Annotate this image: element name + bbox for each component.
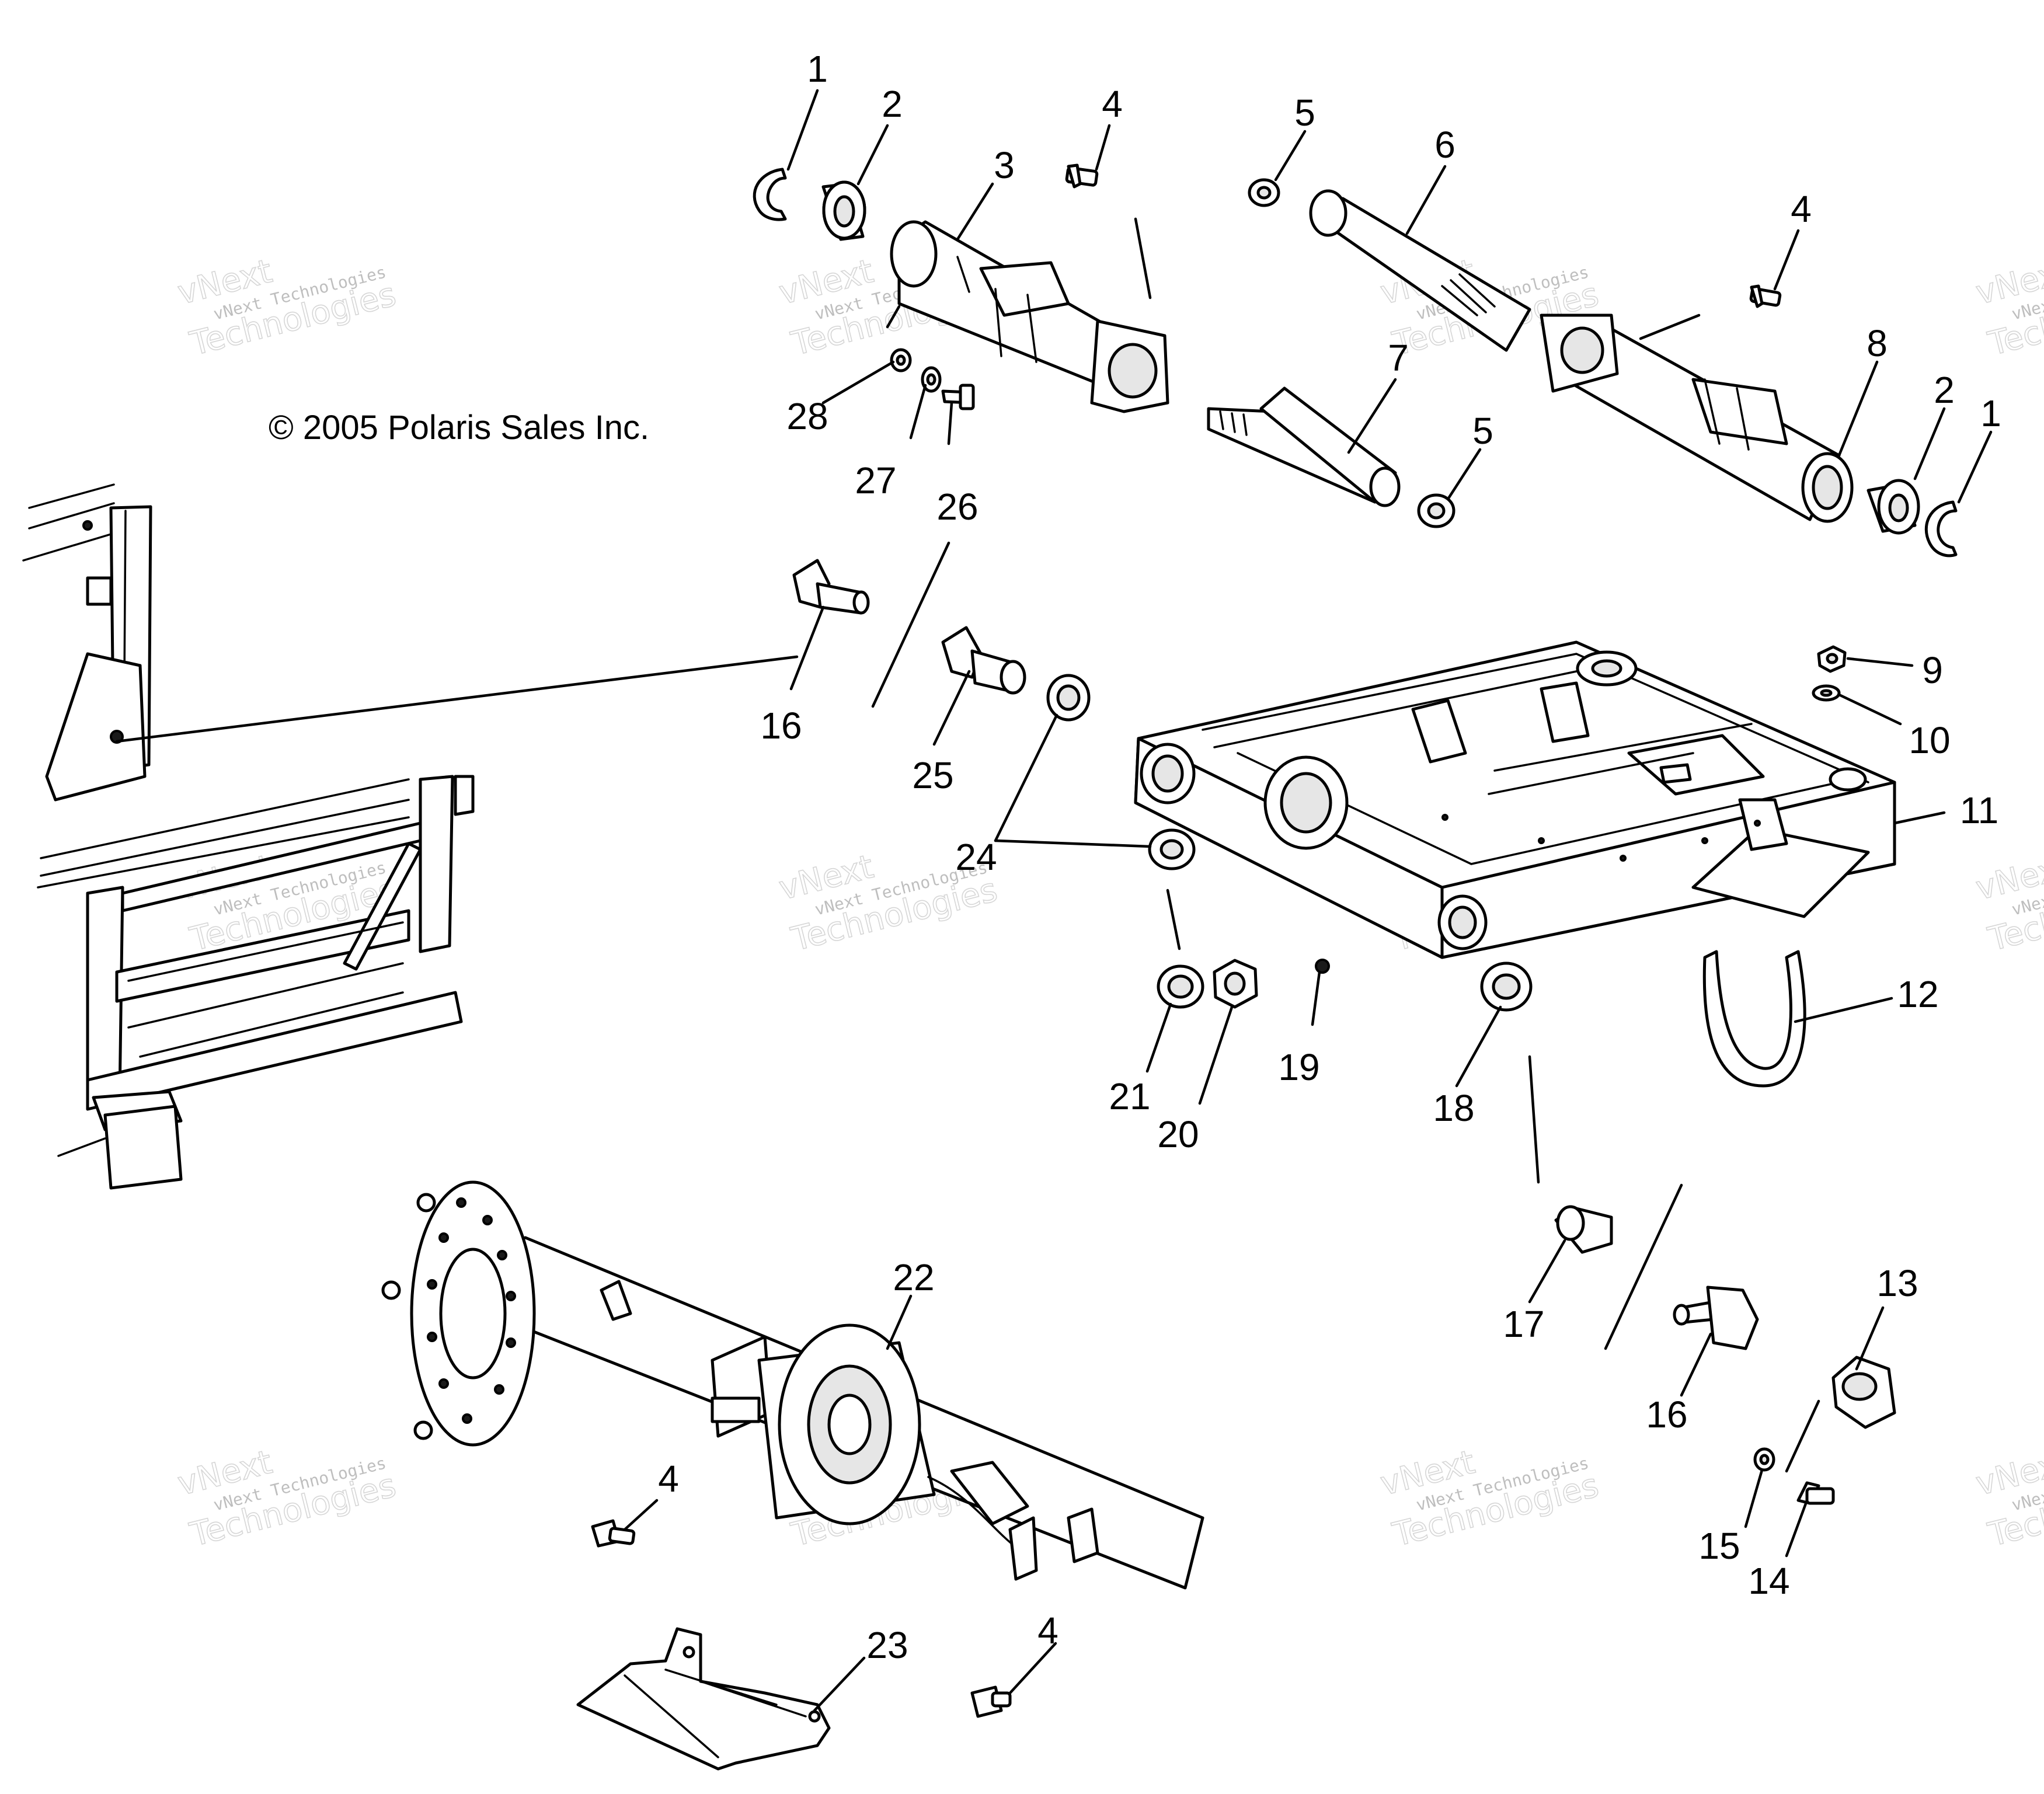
callout-12: 12 [1897,973,1938,1015]
callout-16: 16 [1646,1394,1687,1436]
callout-4: 4 [1791,188,1812,230]
copyright-notice: © 2005 Polaris Sales Inc. [269,409,649,447]
callout-21: 21 [1109,1075,1150,1117]
pivot-bolt-part [792,559,870,615]
nut-part [1817,645,1847,673]
callout-24: 24 [955,836,997,878]
callout-22: 22 [893,1256,934,1298]
callout-16: 16 [760,705,802,747]
callout-15: 15 [1698,1525,1740,1567]
shaft-tube-part [1309,189,1531,352]
rear-axle-assembly-part [381,1180,1204,1590]
callout-5: 5 [1472,410,1493,452]
callout-18: 18 [1433,1087,1474,1129]
callout-9: 9 [1922,649,1943,691]
swing-arm-frame-part [1134,640,1896,959]
bushing-part [1480,962,1533,1012]
watermark: vNext vNext Technologies Technologies [1972,252,2044,364]
bolt-part [970,1685,1012,1718]
callout-6: 6 [1434,124,1455,166]
callout-17: 17 [1503,1303,1544,1345]
callout-13: 13 [1876,1262,1918,1304]
callout-7: 7 [1388,337,1409,379]
callout-26: 26 [936,486,978,528]
pivot-bolt-part [1673,1286,1759,1350]
nut-part [1753,1447,1775,1472]
washer-part [1157,964,1204,1009]
washer-part [1248,178,1280,207]
watermark: vNext vNext Technologies Technologies [173,1443,400,1555]
skid-bracket-part [576,1627,831,1771]
bushing-bolt-part [941,626,1026,695]
washer-part [1417,493,1455,528]
callout-4: 4 [1102,83,1123,125]
callout-2: 2 [882,83,903,125]
callout-25: 25 [912,754,953,796]
bearing-part [1867,479,1920,535]
callout-19: 19 [1278,1046,1319,1088]
callout-20: 20 [1157,1113,1199,1155]
washer-part [921,366,942,393]
callout-8: 8 [1867,322,1888,364]
snap-ring-part [753,168,787,221]
callout-5: 5 [1294,92,1315,134]
callout-11: 11 [1960,789,1998,831]
snap-ring-part [1924,500,1958,558]
bolt-part [1065,163,1099,189]
callout-28: 28 [786,395,828,437]
bushing-part [1148,828,1196,870]
callout-14: 14 [1748,1560,1789,1602]
clamp-part [1831,1356,1896,1429]
callout-10: 10 [1909,719,1950,761]
bolt-part [591,1519,636,1548]
callout-1: 1 [807,48,828,90]
bolt-part [1796,1481,1835,1505]
watermark: vNext vNext Technologies Technologies [1972,1443,2044,1555]
bushing-part [1046,674,1091,722]
grease-fitting-part [1315,959,1330,974]
left-housing-part [890,220,1169,413]
callout-4: 4 [1037,1610,1058,1652]
callout-3: 3 [994,144,1015,186]
bolt-part [941,384,975,410]
callout-numbers: 1 2 3 4 5 6 4 7 8 2 1 5 28 27 26 16 25 2… [658,48,2001,1666]
u-bolt-part [1702,950,1806,1088]
watermark: vNext vNext Technologies Technologies [1376,1443,1603,1555]
bolt-part [1749,284,1782,308]
washer-part [890,348,912,372]
bearing-part [821,180,866,241]
vehicle-frame [22,483,475,1190]
watermark: vNext vNext Technologies Technologies [1972,847,2044,959]
shaft-part [1207,386,1401,507]
plug-part [1554,1205,1613,1254]
callout-27: 27 [855,459,896,501]
right-housing-part [1540,313,1854,523]
callout-23: 23 [866,1624,908,1666]
nut-part [1213,959,1258,1009]
callout-4: 4 [658,1458,679,1500]
watermark: vNext vNext Technologies Technologies [173,252,400,364]
washer-part [1812,684,1841,702]
callout-2: 2 [1934,369,1955,411]
leader-lines [115,89,1993,1712]
callout-1: 1 [1980,392,2001,434]
